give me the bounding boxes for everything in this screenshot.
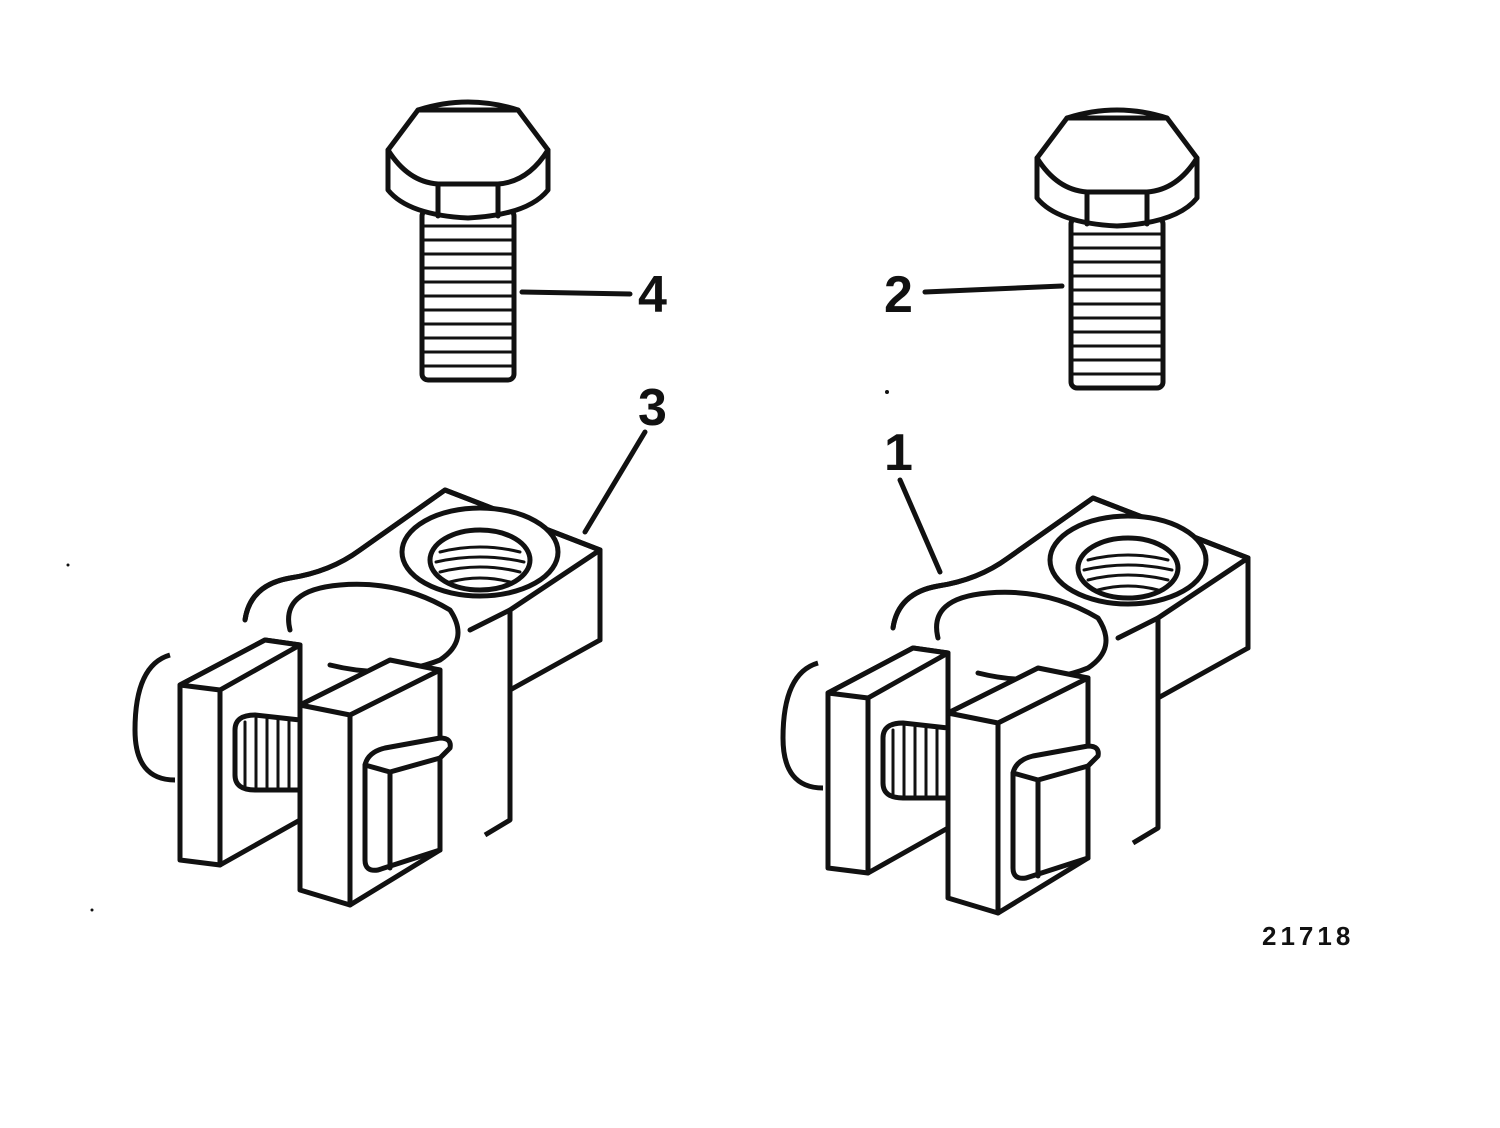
leader-line-3 [582,429,648,535]
figure-id: 21718 [1262,921,1354,951]
speck [90,908,94,912]
clamp-right-icon [783,498,1248,913]
leader-lines [519,283,1065,575]
speck [66,563,70,567]
bolt-left-icon [388,102,548,380]
leader-line-4 [519,289,633,297]
callout-3: 3 [638,379,667,437]
callout-2: 2 [884,266,913,324]
leader-line-1 [897,477,943,575]
bolt-right-icon [1037,110,1197,388]
callout-4: 4 [638,266,667,324]
speck [885,390,889,394]
clamp-left-icon [135,490,600,905]
leader-line-2 [922,283,1065,295]
callout-1: 1 [884,424,913,482]
